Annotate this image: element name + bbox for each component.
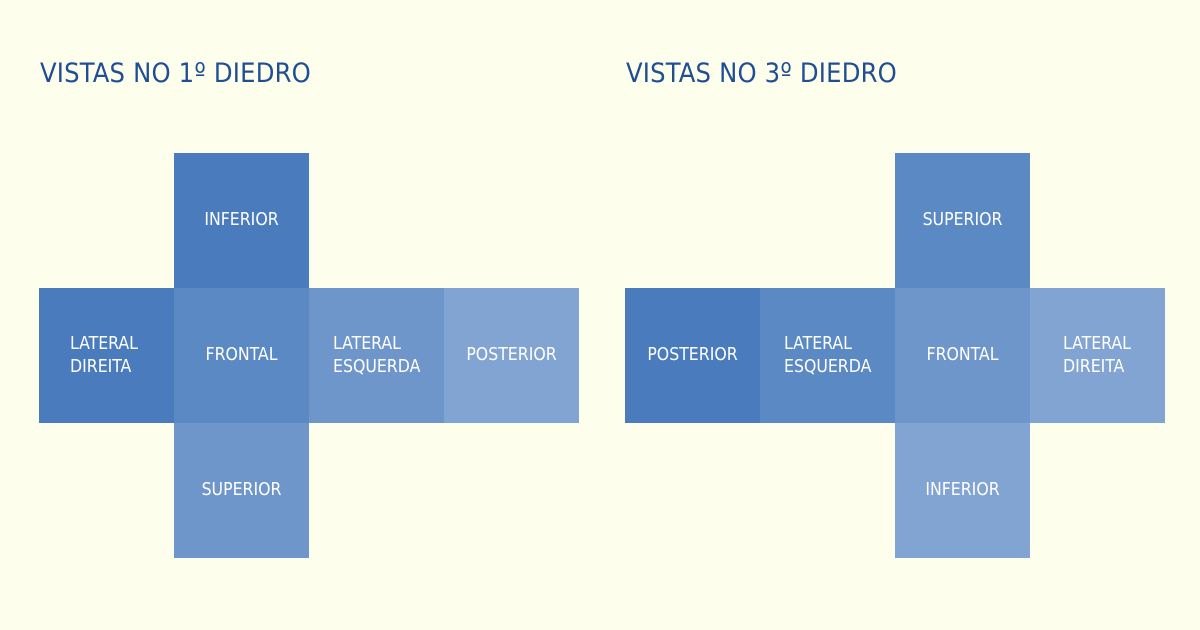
face-frontal: FRONTAL xyxy=(174,288,309,423)
face-frontal: FRONTAL xyxy=(895,288,1030,423)
face-label: LATERAL ESQUERDA xyxy=(784,333,872,377)
diagram-title: VISTAS NO 3º DIEDRO xyxy=(626,58,897,89)
face-label: LATERAL DIREITA xyxy=(1063,333,1131,377)
face-superior: SUPERIOR xyxy=(174,423,309,558)
face-lateral-direita: LATERAL DIREITA xyxy=(39,288,174,423)
face-lateral-esquerda: LATERAL ESQUERDA xyxy=(309,288,444,423)
face-label: INFERIOR xyxy=(204,210,279,230)
face-label: LATERAL ESQUERDA xyxy=(333,333,421,377)
face-superior: SUPERIOR xyxy=(895,153,1030,288)
face-lateral-esquerda: LATERAL ESQUERDA xyxy=(760,288,895,423)
face-label: FRONTAL xyxy=(926,345,999,365)
face-label: FRONTAL xyxy=(205,345,278,365)
face-label: POSTERIOR xyxy=(466,345,557,365)
face-lateral-direita: LATERAL DIREITA xyxy=(1030,288,1165,423)
face-label: POSTERIOR xyxy=(647,345,738,365)
diagram-title: VISTAS NO 1º DIEDRO xyxy=(40,58,311,89)
face-label: INFERIOR xyxy=(925,480,1000,500)
face-label: SUPERIOR xyxy=(922,210,1003,230)
third-angle-diagram: VISTAS NO 3º DIEDRO SUPERIOR POSTERIOR L… xyxy=(600,0,1200,630)
face-posterior: POSTERIOR xyxy=(444,288,579,423)
face-posterior: POSTERIOR xyxy=(625,288,760,423)
face-inferior: INFERIOR xyxy=(895,423,1030,558)
face-inferior: INFERIOR xyxy=(174,153,309,288)
face-label: LATERAL DIREITA xyxy=(70,333,138,377)
face-label: SUPERIOR xyxy=(201,480,282,500)
first-angle-diagram: VISTAS NO 1º DIEDRO INFERIOR LATERAL DIR… xyxy=(39,58,579,558)
